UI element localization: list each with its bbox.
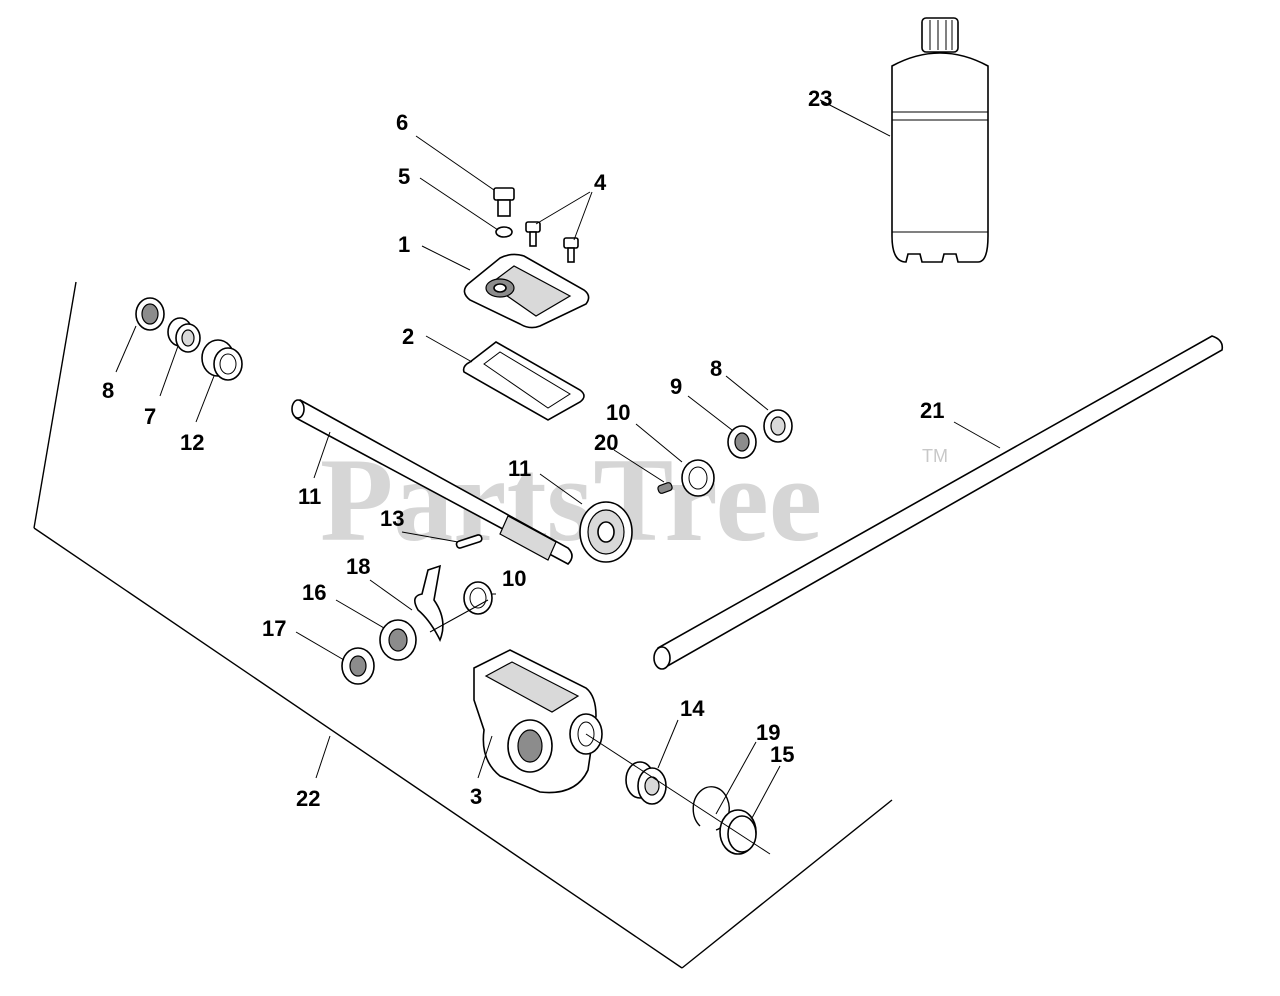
- part-6-bolt: [493, 187, 515, 217]
- part-16-bearing: [379, 619, 417, 661]
- callout-16: 16: [302, 580, 326, 605]
- part-20-key: [657, 482, 673, 494]
- callout-10-lower: 10: [502, 566, 526, 591]
- part-8-seal-left: [135, 297, 165, 331]
- callout-8-right: 8: [710, 356, 722, 381]
- part-2-gasket: [462, 341, 585, 421]
- part-22-outline: [33, 281, 893, 969]
- callout-9: 9: [670, 374, 682, 399]
- callout-18: 18: [346, 554, 370, 579]
- callout-1: 1: [398, 232, 410, 257]
- callout-22: 22: [296, 786, 320, 811]
- callout-8-left: 8: [102, 378, 114, 403]
- callout-20: 20: [594, 430, 618, 455]
- axis-lines: [429, 599, 771, 855]
- part-1-cover: [463, 253, 590, 329]
- part-9-bearing: [727, 425, 757, 459]
- callout-21: 21: [920, 398, 944, 423]
- part-10-washer-upper: [681, 459, 715, 497]
- callout-7: 7: [144, 404, 156, 429]
- leader-lines: [115, 99, 1001, 819]
- part-7-bushing: [167, 317, 201, 353]
- part-14-spacer: [625, 761, 667, 805]
- part-13-pin: [455, 534, 483, 549]
- part-5-o-ring: [495, 226, 513, 238]
- callout-23: 23: [808, 86, 832, 111]
- callout-19: 19: [756, 720, 780, 745]
- watermark-tm: TM: [922, 446, 948, 466]
- part-15-seal: [719, 809, 757, 855]
- part-17-seal: [341, 647, 375, 685]
- callout-17: 17: [262, 616, 286, 641]
- callout-12: 12: [180, 430, 204, 455]
- part-11-shaft: [291, 399, 573, 565]
- callout-11-gear: 11: [508, 456, 531, 481]
- callout-labels: 6 5 4 1 2 23 8 7 12 11 11 13 20 10 9 8 2…: [102, 86, 944, 811]
- callout-2: 2: [402, 324, 414, 349]
- callout-3: 3: [470, 784, 482, 809]
- part-8-seal-right: [763, 409, 793, 443]
- callout-4: 4: [594, 170, 607, 195]
- part-23-bottle: [891, 17, 989, 263]
- part-4-screws: [525, 221, 579, 263]
- callout-14: 14: [680, 696, 705, 721]
- callout-15: 15: [770, 742, 794, 767]
- callout-11-shaft: 11: [298, 484, 321, 509]
- callout-13: 13: [380, 506, 404, 531]
- callout-6: 6: [396, 110, 408, 135]
- part-21-shaft: [653, 335, 1224, 670]
- part-10-washer-lower: [463, 581, 493, 615]
- callout-5: 5: [398, 164, 410, 189]
- part-18-fork: [414, 564, 444, 642]
- part-11-gear: [579, 501, 633, 563]
- part-12-collar: [201, 339, 243, 381]
- part-3-housing: [473, 649, 603, 794]
- callout-10-upper: 10: [606, 400, 630, 425]
